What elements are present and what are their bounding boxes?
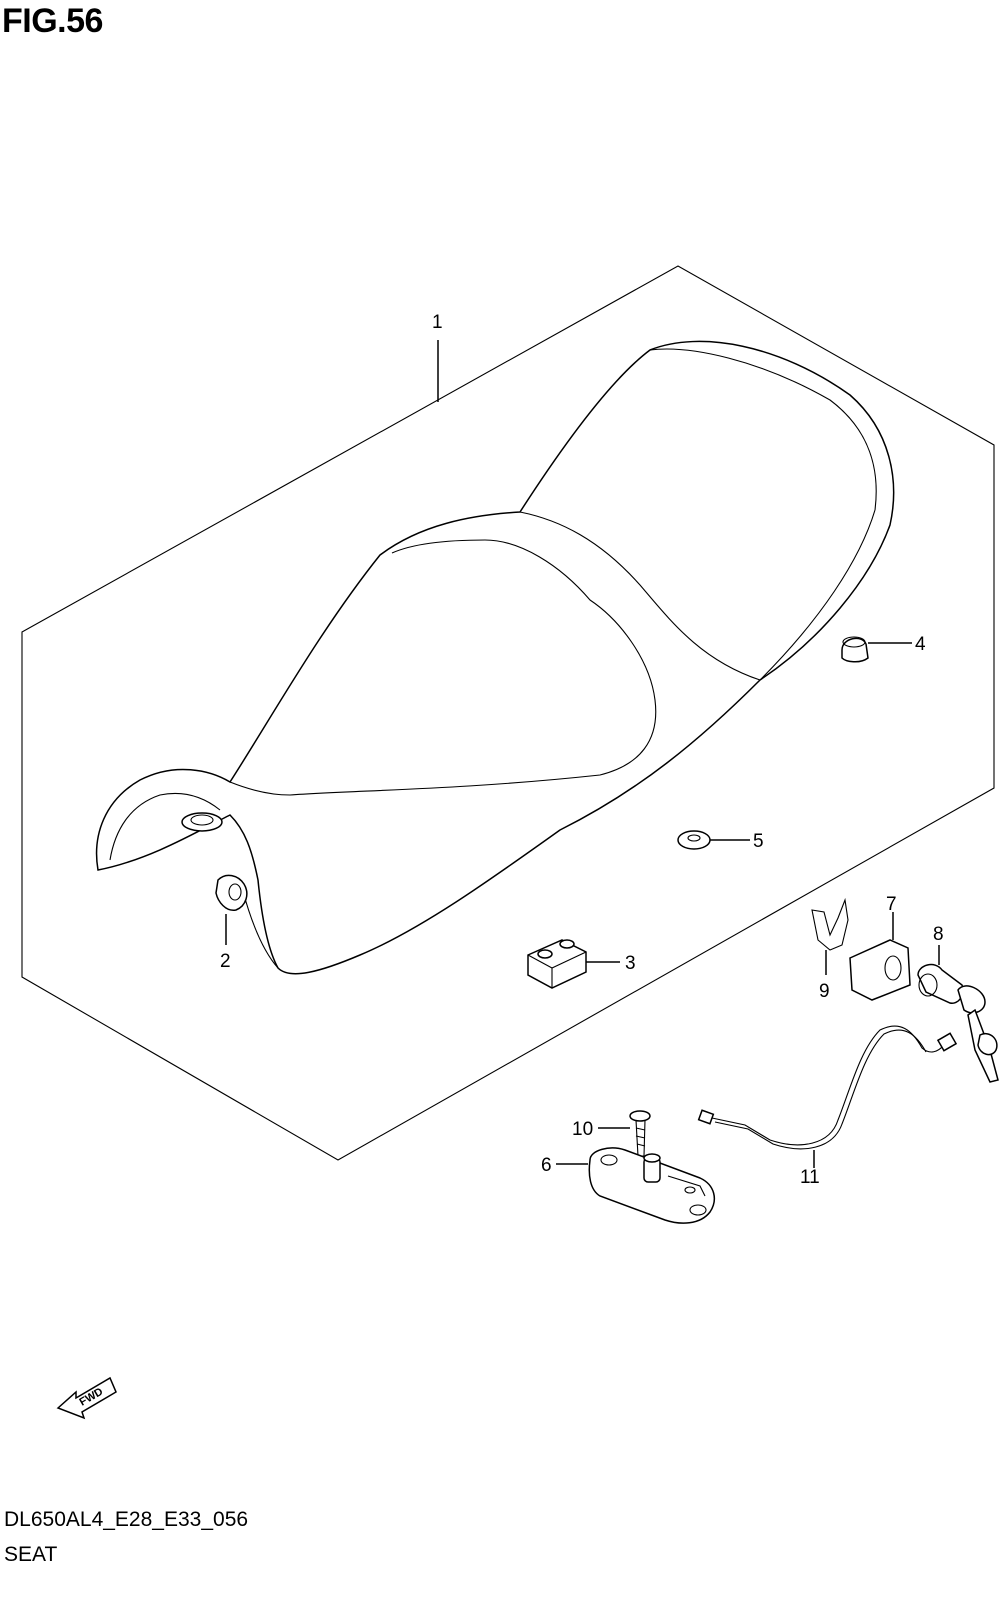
callout-1: 1 — [432, 312, 443, 333]
lock-cylinder-8 — [917, 963, 999, 1083]
figure-title: FIG.56 — [2, 2, 103, 40]
callout-7: 7 — [886, 894, 897, 915]
parts-diagram: 1 2 3 4 5 9 7 — [21, 265, 999, 1420]
callout-9: 9 — [819, 981, 830, 1002]
callout-10: 10 — [572, 1119, 593, 1140]
cushion-block-3 — [527, 939, 587, 989]
cable-11 — [697, 1025, 958, 1150]
section-name: SEAT — [4, 1543, 58, 1566]
callout-6: 6 — [541, 1155, 552, 1176]
callout-5: 5 — [753, 831, 764, 852]
forward-direction-arrow: FWD — [56, 1376, 117, 1420]
diagram-code: DL650AL4_E28_E33_056 — [4, 1508, 249, 1531]
cushion-2 — [215, 874, 248, 911]
spacer-5 — [677, 830, 711, 850]
seat-drawing — [95, 340, 895, 975]
callout-11: 11 — [800, 1167, 820, 1188]
callout-8: 8 — [933, 924, 944, 945]
bracket-7 — [849, 939, 911, 1001]
seat-lock-6 — [588, 1147, 716, 1224]
callout-2: 2 — [220, 951, 231, 972]
callout-4: 4 — [915, 634, 926, 655]
clip-9 — [811, 897, 849, 951]
callout-3: 3 — [625, 953, 636, 974]
cushion-4 — [841, 636, 869, 663]
screw-10 — [629, 1110, 651, 1157]
kit-outline — [21, 265, 995, 1161]
